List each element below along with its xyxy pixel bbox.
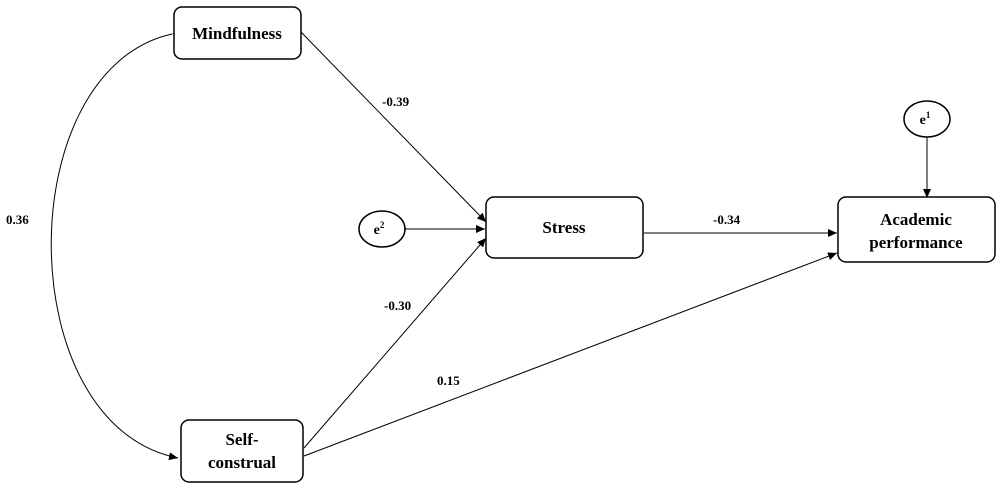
self-construal-label-line1: Self- <box>225 430 258 449</box>
error-term-e2: e2 <box>358 210 406 248</box>
self-construal-node: Self- construal <box>180 419 304 483</box>
error-term-e1: e1 <box>903 100 951 138</box>
self-construal-label-line2: construal <box>208 453 276 472</box>
e2-superscript: 2 <box>380 220 385 230</box>
mindfulness-label: Mindfulness <box>192 24 282 43</box>
e2-base: e <box>374 223 380 238</box>
stress-node: Stress <box>485 196 644 259</box>
e1-label: e1 <box>920 110 931 128</box>
arrow-mindfulness-to-stress <box>299 30 487 223</box>
e1-superscript: 1 <box>926 110 931 120</box>
coef-self-construal-to-stress: -0.30 <box>384 298 411 313</box>
academic-performance-label-line2: performance <box>869 233 963 252</box>
academic-performance-node: Academic performance <box>837 196 996 263</box>
academic-performance-label-line1: Academic <box>880 210 952 229</box>
arrow-self-construal-to-academic-performance <box>303 252 838 457</box>
mindfulness-node: Mindfulness <box>173 6 302 60</box>
self-construal-label: Self- <box>225 430 258 449</box>
e1-base: e <box>920 113 926 128</box>
coef-self-construal-to-academic-performance: 0.15 <box>437 373 460 388</box>
e2-label: e2 <box>374 220 385 238</box>
arrow-self-construal-to-stress <box>303 237 487 449</box>
stress-label: Stress <box>542 218 586 237</box>
covariance-arrow-mindfulness-self-construal <box>50 28 182 461</box>
coef-mindfulness-self-construal-covariance: 0.36 <box>6 212 29 227</box>
coef-stress-to-academic-performance: -0.34 <box>713 212 741 227</box>
coef-mindfulness-to-stress: -0.39 <box>382 94 410 109</box>
